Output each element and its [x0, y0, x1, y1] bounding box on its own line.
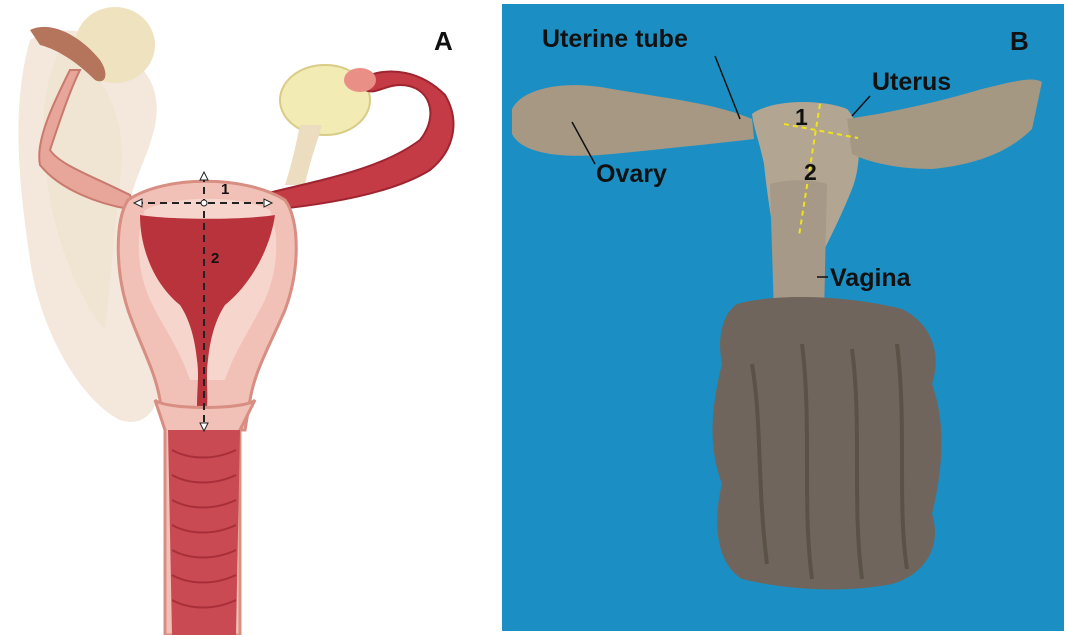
ovary-label: Ovary	[596, 160, 667, 189]
right-ovary-ligament	[285, 125, 322, 185]
panel-b-letter: B	[1010, 26, 1029, 57]
arrowhead-top	[200, 172, 208, 180]
left-ovary-specimen	[512, 85, 754, 156]
panel-a-measure-2-label: 2	[211, 250, 219, 267]
uterus-label: Uterus	[872, 68, 951, 97]
vagina-label: Vagina	[830, 264, 911, 293]
measure-intersection	[201, 200, 207, 206]
right-fimbriae-shape	[344, 68, 376, 92]
uterus-leader	[852, 96, 870, 116]
panel-a-illustration: A 1 2	[0, 0, 490, 635]
uterus-illustration	[0, 0, 490, 635]
specimen-photo	[502, 4, 1064, 631]
uterine-tube-label: Uterine tube	[542, 25, 688, 54]
panel-b-measure-2-label: 2	[804, 159, 817, 186]
lower-tissue-specimen	[713, 297, 942, 589]
panel-a-letter: A	[434, 26, 453, 57]
panel-b-photograph: B Uterine tube Uterus Ovary Vagina 1 2	[502, 4, 1064, 631]
vagina-specimen	[770, 180, 827, 314]
panel-a-measure-1-label: 1	[221, 181, 229, 198]
panel-b-measure-1-label: 1	[795, 104, 808, 131]
